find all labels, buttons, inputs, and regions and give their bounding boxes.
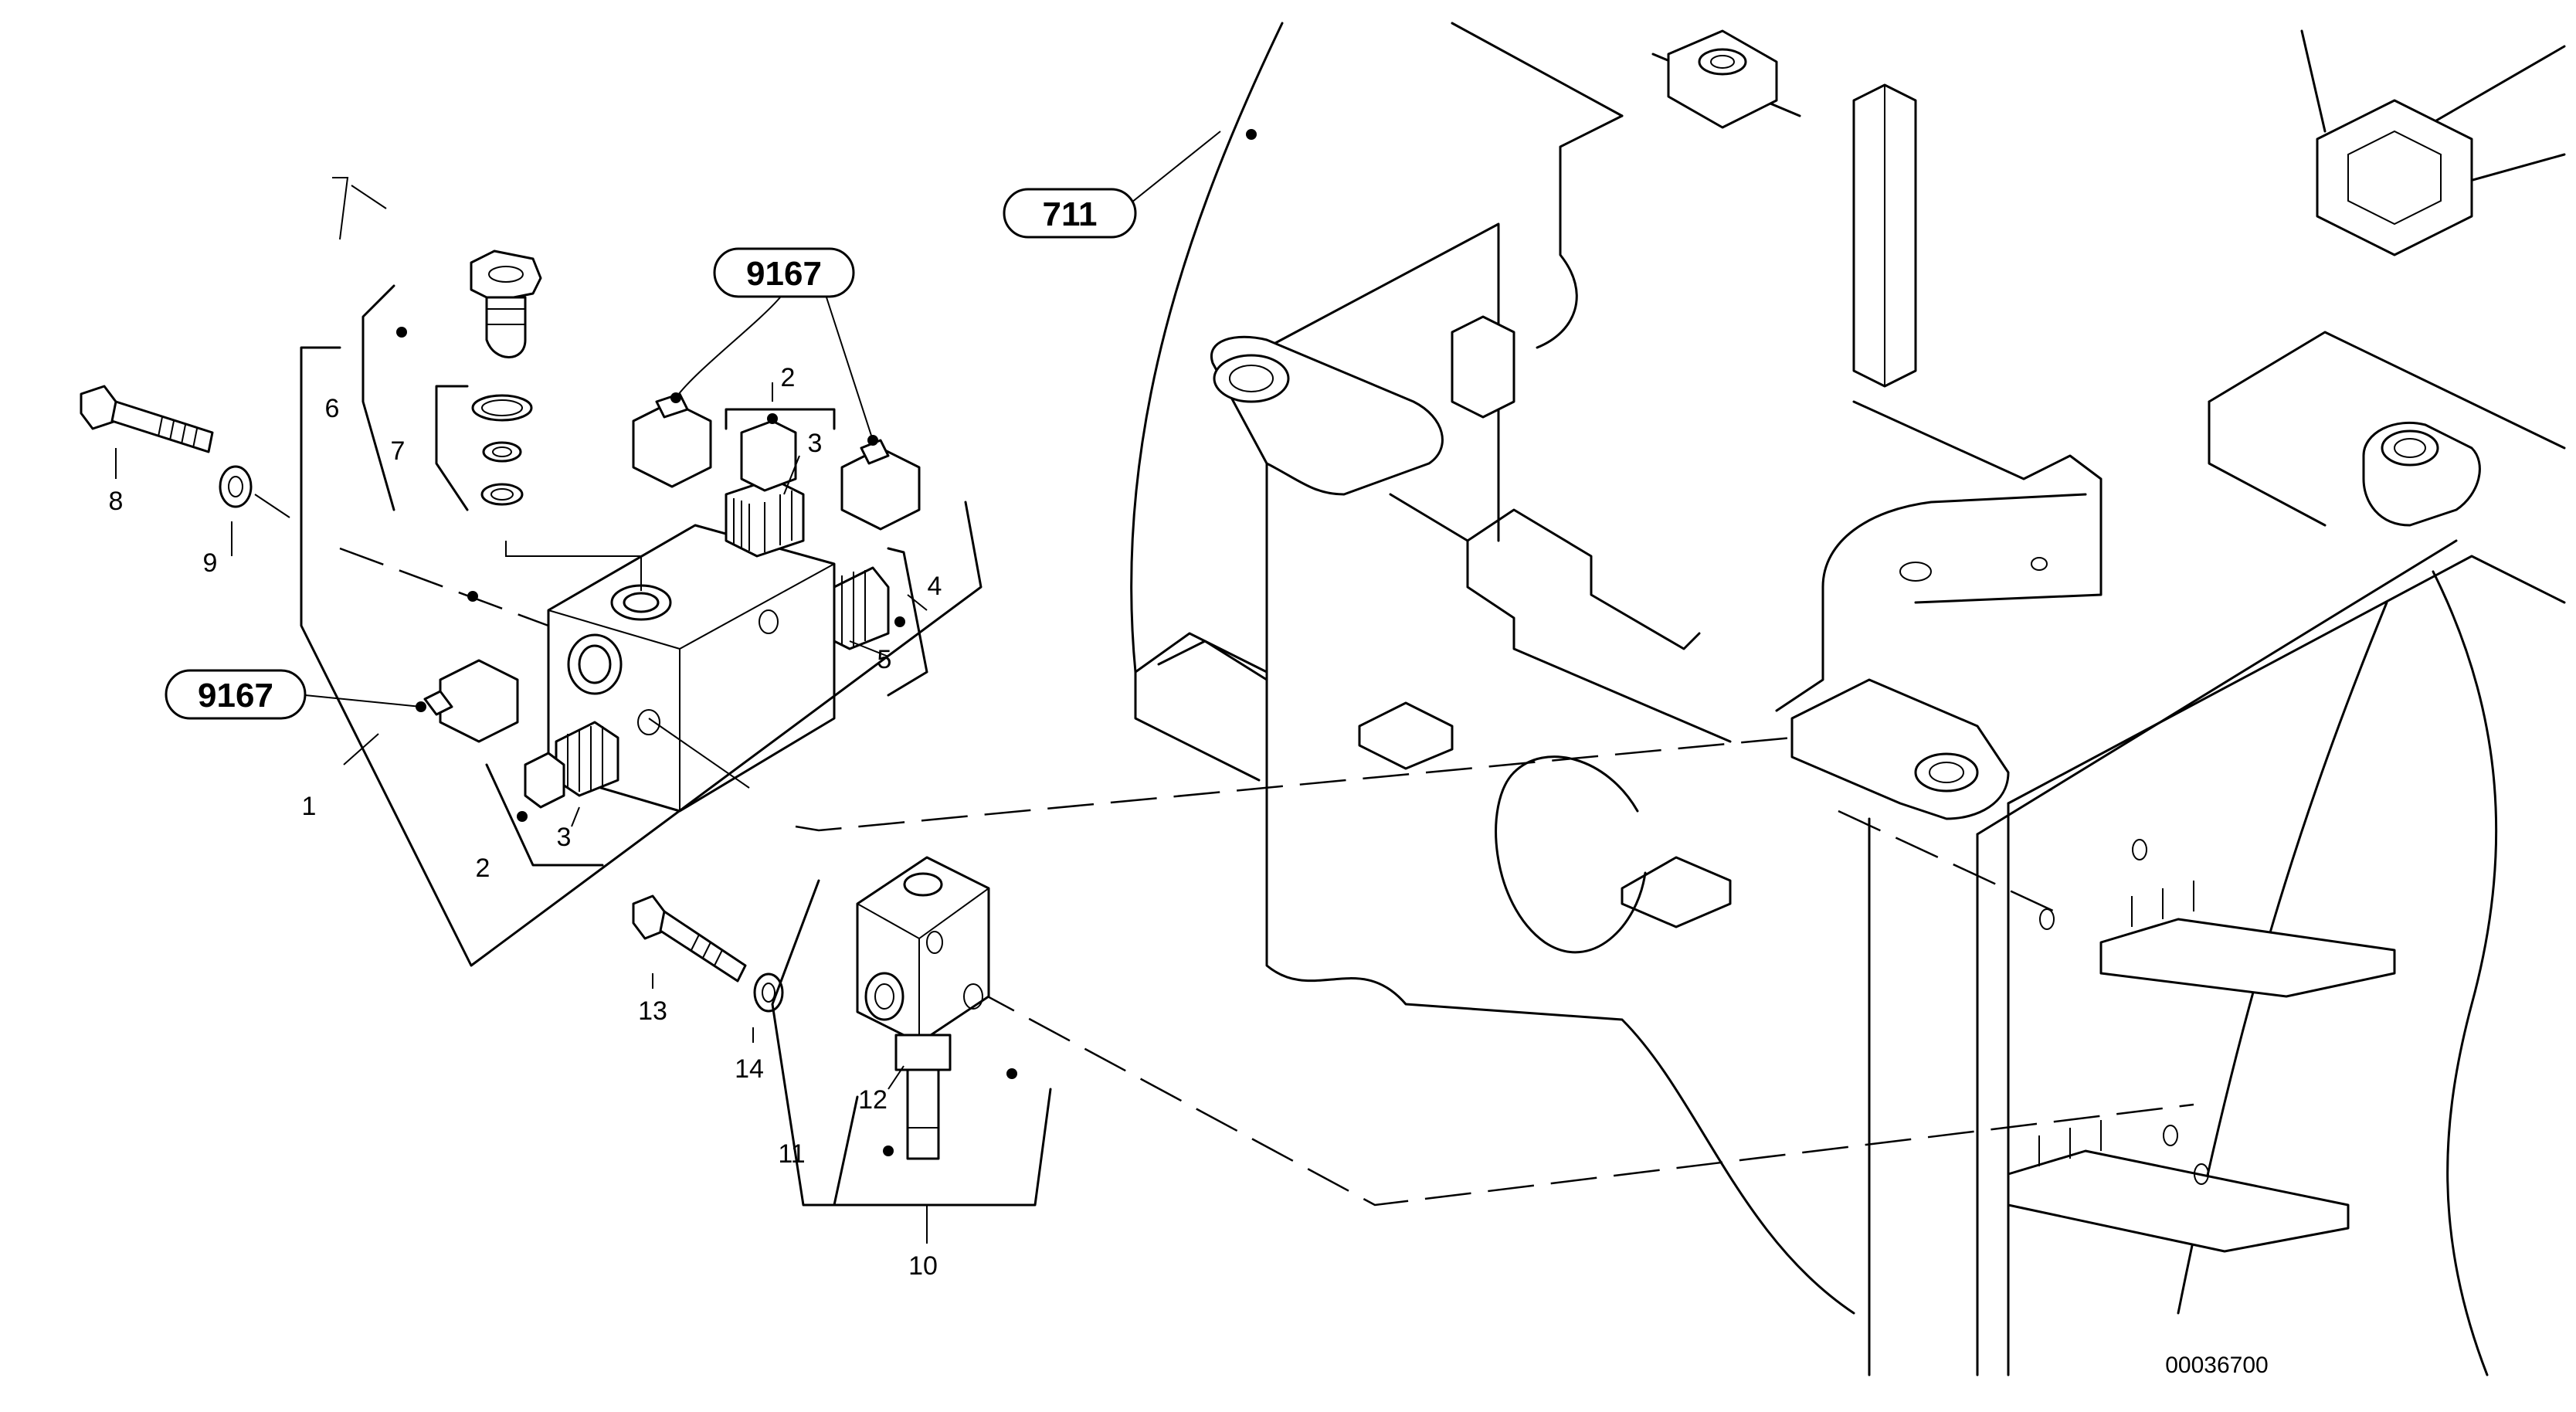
label-part-2-bottom: 2 (476, 854, 490, 883)
label-part-2-top: 2 (781, 363, 796, 392)
label-part-12: 12 (858, 1085, 888, 1115)
callout-711-text: 711 (1043, 195, 1098, 233)
callout-9167-top-text: 9167 (746, 255, 822, 293)
callout-9167-top[interactable]: 9167 (713, 247, 855, 298)
label-part-10: 10 (908, 1251, 938, 1281)
label-part-3-bottom: 3 (557, 823, 572, 852)
leader-lines (115, 131, 1221, 1244)
valve-block (524, 419, 890, 813)
label-part-14: 14 (735, 1054, 764, 1084)
exploded-parts (80, 249, 990, 1160)
callout-9167-left[interactable]: 9167 (165, 669, 307, 720)
label-part-5: 5 (877, 645, 892, 674)
machine-frame (1130, 22, 2566, 1376)
label-part-9: 9 (203, 548, 218, 578)
callout-9167-left-text: 9167 (198, 677, 273, 714)
label-part-7: 7 (391, 436, 406, 466)
part-labels: 1 2 3 2 3 4 5 6 7 8 9 10 11 12 13 14 (109, 363, 942, 1281)
label-part-6: 6 (325, 394, 340, 423)
label-part-11: 11 (778, 1139, 805, 1169)
assembly-lines (339, 547, 2194, 1207)
document-number: 00036700 (2165, 1353, 2268, 1378)
label-part-13: 13 (638, 996, 667, 1026)
label-part-4: 4 (928, 572, 942, 601)
reference-dots (396, 129, 1257, 1156)
label-part-1: 1 (302, 792, 317, 821)
label-part-8: 8 (109, 487, 124, 516)
label-part-3-top: 3 (808, 429, 823, 458)
callout-711[interactable]: 711 (1003, 188, 1137, 239)
